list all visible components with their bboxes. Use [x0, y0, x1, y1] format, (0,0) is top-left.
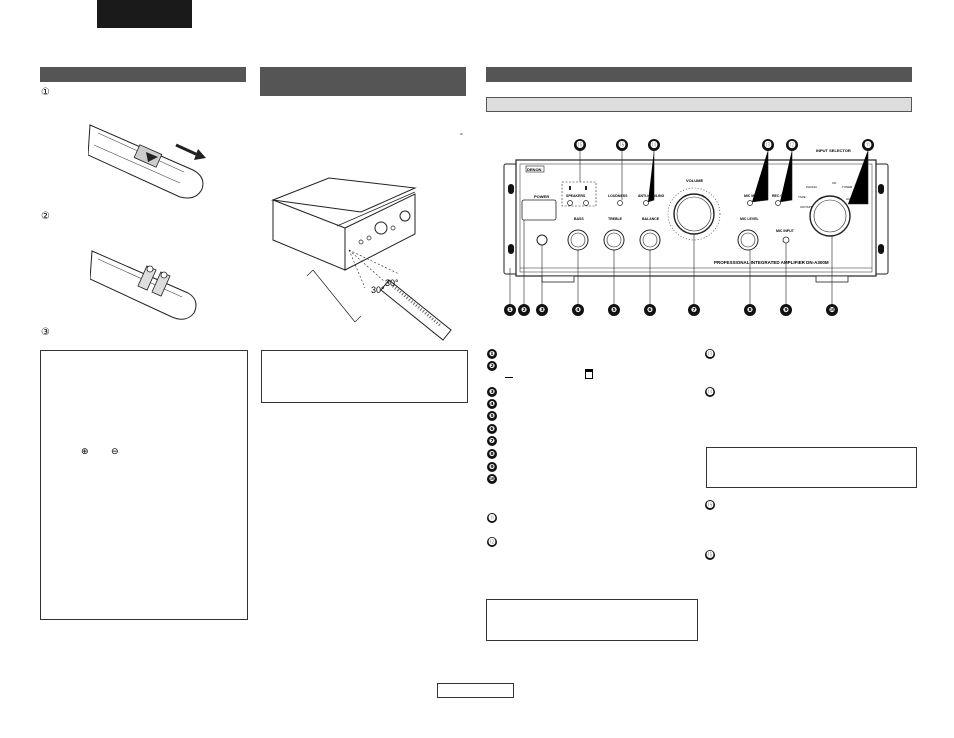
- page-number-box: [437, 683, 514, 698]
- callout-11: ⓫: [862, 139, 874, 151]
- legend-marker: ❶: [487, 349, 497, 359]
- legend-marker: ❿: [487, 474, 497, 484]
- callout-1: ❶: [504, 304, 516, 316]
- legend-item-13: ⓭: [705, 343, 715, 361]
- language-tab: [97, 0, 192, 28]
- legend-item-6: ❻: [487, 418, 702, 434]
- panel-mic-mix-label: MIC MIX: [744, 194, 758, 198]
- legend-marker: ⓫: [487, 513, 497, 523]
- legend-item-15: ⓯: [705, 494, 715, 512]
- legend-item-1: ❶: [487, 343, 702, 359]
- legend-item-8: ❽: [487, 443, 702, 459]
- panel-speakers-label: SPEAKERS: [566, 194, 586, 198]
- legend-marker: ⓯: [705, 500, 715, 510]
- middle-section-bar: [260, 67, 466, 96]
- legend-marker: ❸: [487, 387, 497, 397]
- legend-marker: ⓰: [705, 550, 715, 560]
- angle-label-1: 30°: [385, 278, 399, 288]
- legend-item-7: ❼: [487, 430, 702, 446]
- legend-marker: ⓭: [705, 349, 715, 359]
- legend-item-4: ❹: [487, 393, 702, 409]
- legend-marker: ❷: [487, 361, 497, 371]
- panel-model-label: PROFESSIONAL INTEGRATED AMPLIFIER DN-A30…: [714, 260, 829, 265]
- legend-marker: ⓬: [487, 537, 497, 547]
- callout-15: ⓯: [616, 139, 628, 151]
- right-section-bar: [486, 67, 912, 82]
- front-panel-diagram: DENON POWER SPEAKERS LOUDNESS ANTI-HOWLI…: [503, 148, 889, 308]
- plus-symbol: ⊕: [81, 447, 89, 457]
- panel-loudness-label: LOUDNESS: [608, 194, 628, 198]
- legend-marker: ⓮: [705, 387, 715, 397]
- legend-marker: ❽: [487, 449, 497, 459]
- callout-6: ❻: [644, 304, 656, 316]
- callout-8: ❽: [744, 304, 756, 316]
- selector-cd-tape: CD/TAPE: [800, 205, 813, 209]
- callout-12: ⓬: [786, 139, 798, 151]
- right-legend-note-box: [706, 447, 917, 488]
- legend-item-16: ⓰: [705, 544, 715, 562]
- remote-operating-range-illustration: 30° 30°: [271, 177, 452, 341]
- legend-item-11: ⓫: [487, 507, 702, 523]
- switch-off-symbol: [505, 374, 513, 378]
- panel-brand: DENON: [527, 167, 542, 172]
- legend-marker: ❹: [487, 399, 497, 409]
- panel-mic-level-label: MIC LEVEL: [740, 217, 760, 221]
- callout-4: ❹: [572, 304, 584, 316]
- panel-treble-label: TREBLE: [608, 217, 623, 221]
- minus-symbol: ⊖: [111, 447, 119, 457]
- step-3-marker: ③: [41, 327, 50, 338]
- selector-phono: PHONO: [806, 185, 818, 189]
- panel-mic-input-label: MIC INPUT: [776, 229, 795, 233]
- callout-16: ⓰: [574, 139, 586, 151]
- legend-item-14: ⓮: [705, 381, 715, 399]
- battery-notes-box: ⊕ ⊖: [40, 350, 248, 620]
- front-panel-subbar: [486, 97, 912, 112]
- panel-bass-label: BASS: [574, 217, 584, 221]
- left-section-bar: [40, 67, 246, 82]
- panel-volume-label: VOLUME: [686, 178, 703, 183]
- callout-13: ⓭: [762, 139, 774, 151]
- callout-2: ❷: [518, 304, 530, 316]
- panel-rec-out-label: REC OUT: [772, 194, 789, 198]
- callout-10: ❿: [826, 304, 838, 316]
- angle-label-2: 30°: [371, 285, 385, 295]
- switch-on-symbol: [585, 369, 593, 379]
- legend-item-3: ❸: [487, 381, 702, 397]
- legend-item-2: ❷: [487, 355, 702, 381]
- left-legend-note-box: [486, 599, 698, 641]
- legend-marker: ❺: [487, 411, 497, 421]
- legend-marker: ❻: [487, 424, 497, 434]
- selector-tape: TAPE: [798, 195, 806, 199]
- selector-tuner: TUNER: [842, 185, 853, 189]
- callout-14: ⓮: [648, 139, 660, 151]
- remote-battery-insert-illustration: [90, 250, 197, 320]
- step-2-marker: ②: [41, 211, 50, 222]
- degree-mark: °: [460, 133, 463, 140]
- remote-battery-cover-illustration: [88, 124, 206, 199]
- legend-item-10: ❿: [487, 468, 702, 484]
- legend-item-9: ❾: [487, 456, 702, 472]
- selector-cd: CD: [832, 181, 837, 185]
- step-1-marker: ①: [41, 87, 50, 98]
- legend-marker: ❼: [487, 436, 497, 446]
- remote-note-box: [261, 350, 468, 403]
- panel-balance-label: BALANCE: [642, 217, 660, 221]
- panel-power-label: POWER: [534, 194, 549, 199]
- callout-3: ❸: [536, 304, 548, 316]
- legend-item-5: ❺: [487, 405, 702, 421]
- callout-9: ❾: [780, 304, 792, 316]
- panel-input-selector-label: INPUT SELECTOR: [816, 148, 851, 153]
- callout-7: ❼: [688, 304, 700, 316]
- callout-5: ❺: [608, 304, 620, 316]
- legend-marker: ❾: [487, 462, 497, 472]
- legend-item-12: ⓬: [487, 531, 702, 547]
